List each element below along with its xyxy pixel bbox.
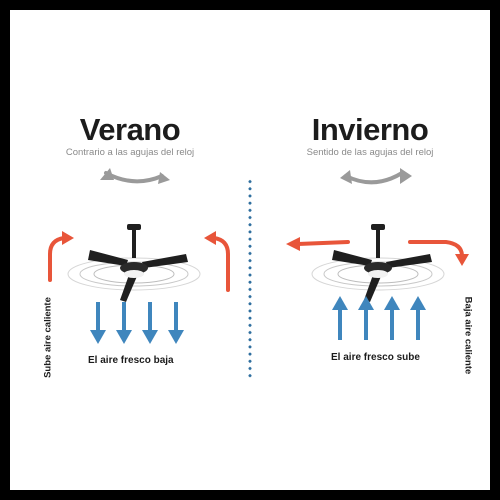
ceiling-fan-icon — [311, 224, 445, 302]
winter-side-label: Baja aire caliente — [462, 296, 474, 375]
winter-title: Invierno — [311, 112, 429, 147]
winter-illustration — [286, 168, 469, 340]
summer-bottom-label: El aire fresco baja — [88, 355, 174, 366]
winter-panel: Invierno Sentido de las agujas del reloj — [250, 10, 490, 490]
summer-title: Verano — [79, 112, 181, 147]
hot-air-arrows — [286, 237, 469, 266]
cool-air-up-arrows — [332, 296, 426, 340]
counterclockwise-rotation-icon — [100, 168, 170, 184]
winter-subtitle: Sentido de las agujas del reloj — [306, 147, 434, 158]
dotted-divider — [248, 178, 252, 378]
hot-air-arrows — [48, 231, 230, 292]
cool-air-down-arrows — [90, 302, 184, 344]
infographic-frame: Verano Contrario a las agujas del reloj — [10, 10, 490, 490]
summer-subtitle: Contrario a las agujas del reloj — [65, 147, 195, 158]
ceiling-fan-icon — [67, 224, 201, 302]
winter-bottom-label: El aire fresco sube — [331, 352, 420, 363]
clockwise-rotation-icon — [340, 168, 412, 185]
summer-side-label: Sube aire caliente — [42, 297, 54, 378]
summer-panel: Verano Contrario a las agujas del reloj — [10, 10, 250, 490]
summer-illustration — [48, 168, 230, 344]
